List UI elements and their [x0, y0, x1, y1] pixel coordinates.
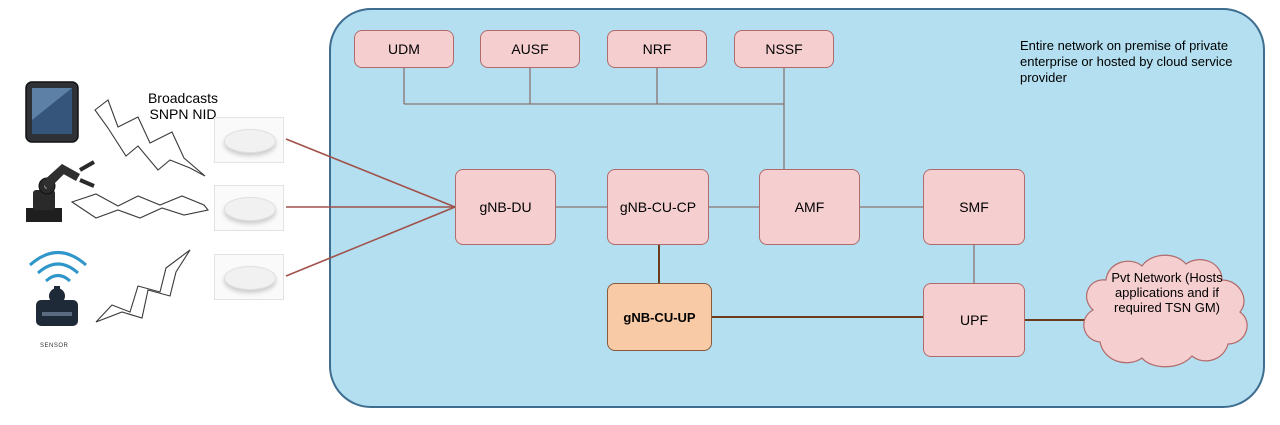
udm-node[interactable]: UDM [354, 30, 454, 68]
access-point-disc [224, 197, 276, 221]
ausf-node[interactable]: AUSF [480, 30, 580, 68]
amf-node[interactable]: AMF [759, 169, 860, 245]
tablet-device [25, 81, 79, 143]
nrf-node[interactable]: NRF [607, 30, 707, 68]
smf-node[interactable]: SMF [923, 169, 1025, 245]
access-point-disc [224, 129, 276, 153]
gnb-cu-up-node[interactable]: gNB-CU-UP [607, 283, 712, 351]
gnb-cu-cp-node[interactable]: gNB-CU-CP [607, 169, 709, 245]
radio-wave-2 [70, 193, 209, 219]
robot-arm-device [26, 160, 95, 222]
access-point-1 [214, 117, 284, 163]
nssf-node[interactable]: NSSF [734, 30, 834, 68]
access-point-2 [214, 185, 284, 231]
ap1-du-link [285, 138, 456, 208]
broadcast-label: Broadcasts SNPN NID [147, 90, 219, 122]
premise-note: Entire network on premise of private ent… [1020, 38, 1233, 85]
sensor-device [29, 251, 87, 326]
ap3-du-link [285, 206, 456, 277]
sensor-label: SENSOR [40, 343, 69, 349]
upf-node[interactable]: UPF [923, 283, 1025, 357]
pvt-network-cloud [1083, 254, 1248, 368]
access-point-3 [214, 254, 284, 300]
radio-wave-1 [94, 99, 206, 177]
access-point-disc [224, 266, 276, 290]
gnb-du-node[interactable]: gNB-DU [455, 169, 556, 245]
radio-wave-3 [95, 249, 191, 323]
pvt-network-label: Pvt Network (Hosts applications and if r… [1111, 270, 1223, 315]
